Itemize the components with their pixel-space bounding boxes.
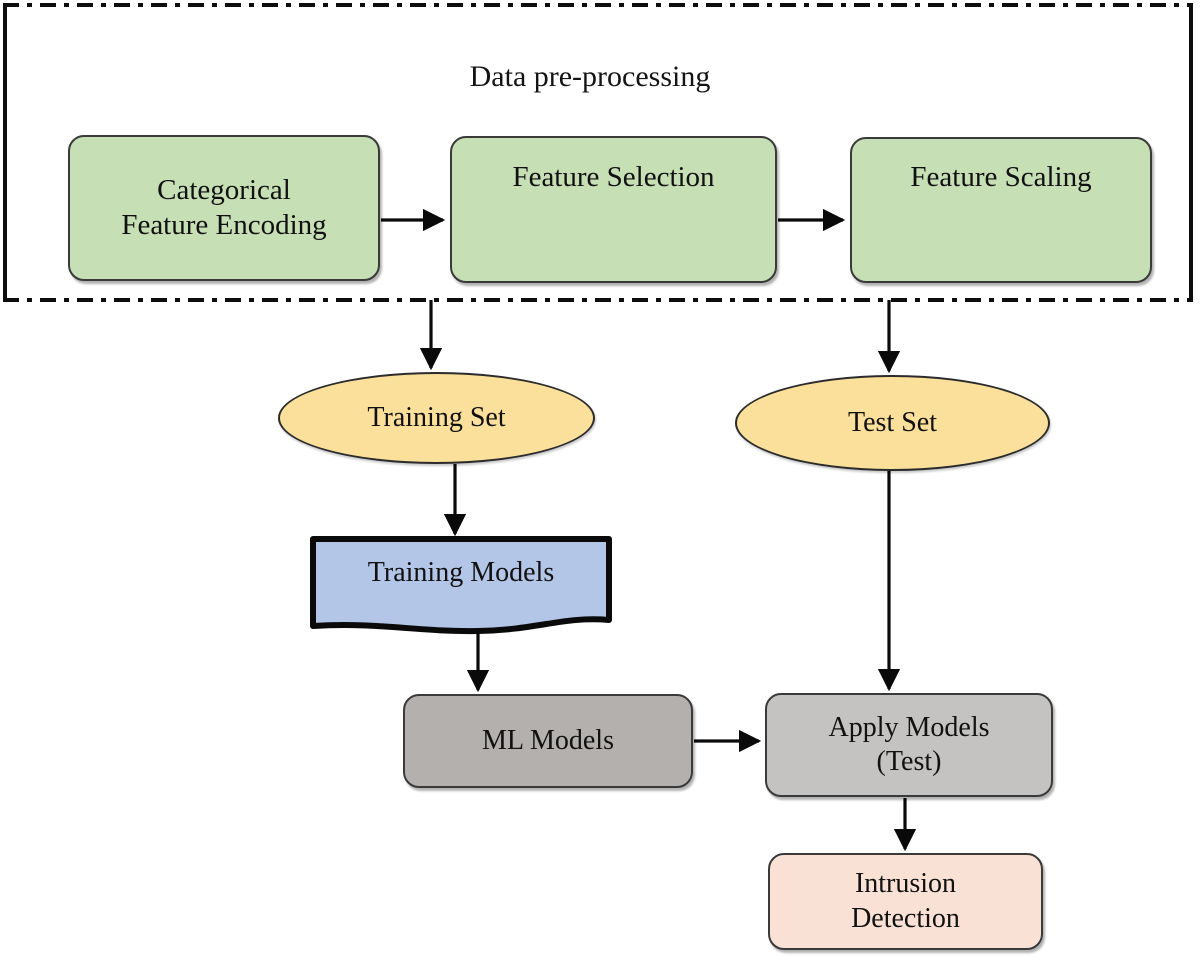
node-training-set[interactable]: Training Set xyxy=(278,372,595,464)
node-apply-models-test[interactable]: Apply Models (Test) xyxy=(765,693,1053,797)
node-label-test-set: Test Set xyxy=(847,406,938,438)
node-intrusion-detection[interactable]: Intrusion Detection xyxy=(768,853,1043,950)
node-feature-selection[interactable]: Feature Selection xyxy=(450,136,777,283)
data-pre-processing-title: Data pre-processing xyxy=(469,60,711,93)
node-label-apply-models-test: Apply Models (Test) xyxy=(828,711,990,777)
node-test-set[interactable]: Test Set xyxy=(735,375,1050,471)
node-label-training-set: Training Set xyxy=(367,401,506,433)
node-categorical-feature-encoding[interactable]: Categorical Feature Encoding xyxy=(68,135,380,281)
node-ml-models[interactable]: ML Models xyxy=(403,694,693,788)
node-feature-scaling[interactable]: Feature Scaling xyxy=(850,137,1152,283)
node-label-feature-scaling: Feature Scaling xyxy=(910,161,1092,193)
node-label-training-models: Training Models xyxy=(367,557,555,588)
node-label-ml-models: ML Models xyxy=(482,724,614,756)
node-label-feature-selection: Feature Selection xyxy=(512,161,715,193)
node-label-categorical-feature-encoding: Categorical Feature Encoding xyxy=(121,173,327,241)
node-training-models[interactable]: Training Models xyxy=(308,534,614,638)
document-shape-icon xyxy=(310,536,612,635)
node-label-intrusion-detection: Intrusion Detection xyxy=(851,868,960,934)
